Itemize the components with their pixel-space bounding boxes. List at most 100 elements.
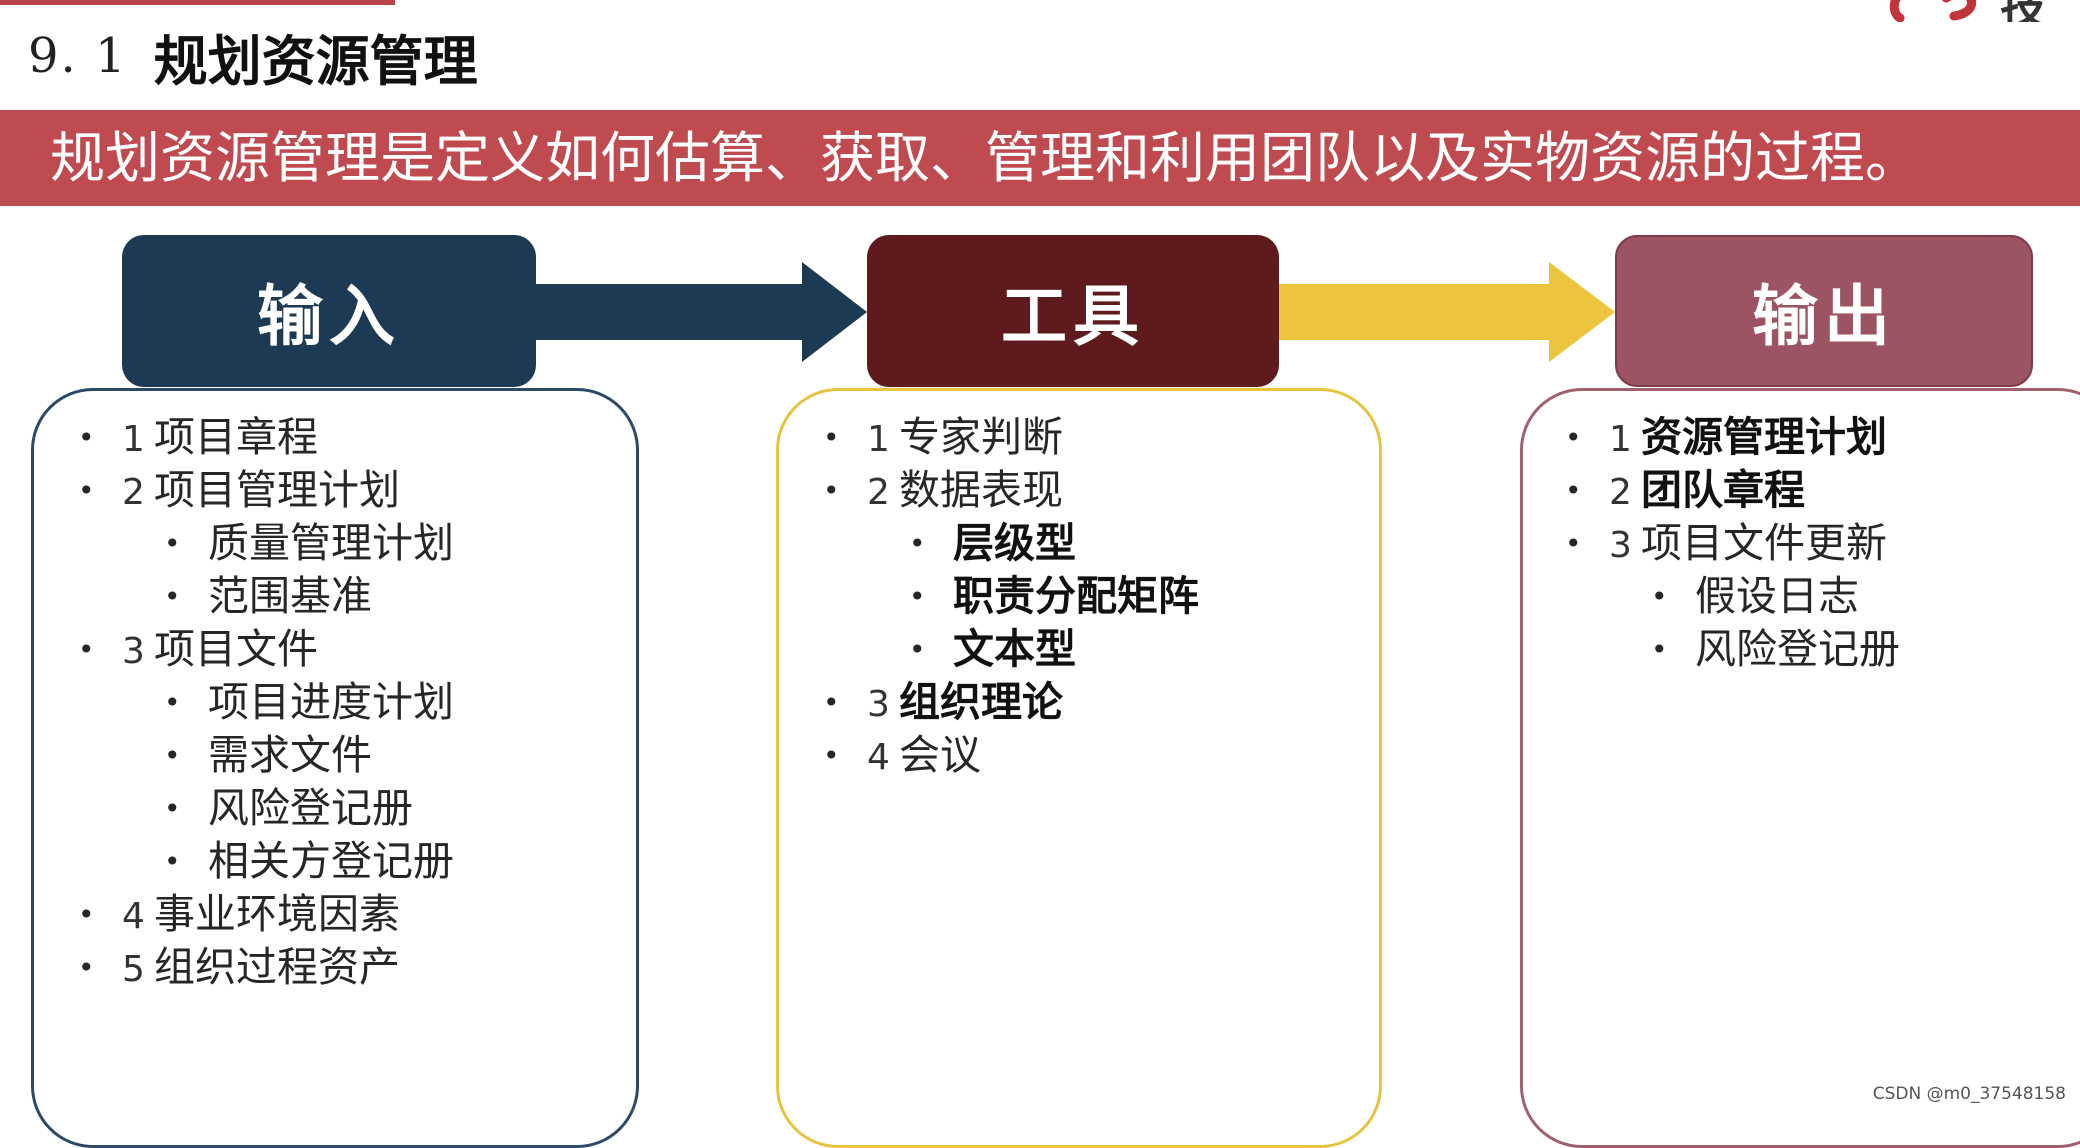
bullet-icon: • bbox=[164, 686, 181, 719]
list-subitem: • 层级型 bbox=[823, 517, 1199, 570]
item-number: 4 bbox=[122, 896, 145, 937]
bullet-icon: • bbox=[1651, 580, 1668, 613]
item-label: 资源管理计划 bbox=[1641, 413, 1887, 461]
item-label: 质量管理计划 bbox=[208, 519, 454, 567]
bullet-icon: • bbox=[164, 792, 181, 825]
bullet-icon: • bbox=[78, 421, 95, 454]
list-subitem: •职责分配矩阵 bbox=[823, 570, 1199, 623]
bullet-icon: • bbox=[164, 580, 181, 613]
definition-text: 规划资源管理是定义如何估算、获取、管理和利用团队以及实物资源的过程。 bbox=[50, 126, 1921, 190]
bullet-icon: • bbox=[164, 845, 181, 878]
item-label: 职责分配矩阵 bbox=[953, 572, 1199, 620]
item-number: 1 bbox=[867, 419, 890, 460]
item-label: 会议 bbox=[899, 731, 981, 779]
inputs-header: 输入 bbox=[122, 235, 536, 387]
list-subitem: • 需求文件 bbox=[78, 729, 454, 782]
item-number: 2 bbox=[1609, 472, 1632, 513]
bullet-icon: • bbox=[909, 527, 926, 560]
item-number: 3 bbox=[122, 631, 145, 672]
item-label: 事业环境因素 bbox=[154, 890, 400, 938]
bullet-icon: • bbox=[164, 527, 181, 560]
item-number: 2 bbox=[867, 472, 890, 513]
item-number: 3 bbox=[867, 684, 890, 725]
item-number: 5 bbox=[122, 949, 145, 990]
inputs-header-label: 输入 bbox=[257, 278, 401, 355]
bullet-icon: • bbox=[78, 898, 95, 931]
section-number: 9. 1 bbox=[28, 28, 128, 84]
bullet-icon: • bbox=[1651, 633, 1668, 666]
item-label: 数据表现 bbox=[899, 466, 1063, 514]
list-subitem: • 风险登记册 bbox=[78, 782, 454, 835]
item-number: 3 bbox=[1609, 525, 1632, 566]
bullet-icon: • bbox=[823, 686, 840, 719]
list-subitem: • 相关方登记册 bbox=[78, 835, 454, 888]
tools-to-outputs-arrow-icon bbox=[1279, 262, 1615, 362]
bullet-icon: • bbox=[1565, 527, 1582, 560]
item-label: 组织过程资产 bbox=[154, 943, 400, 991]
item-number: 4 bbox=[867, 737, 890, 778]
item-label: 专家判断 bbox=[899, 413, 1063, 461]
item-label: 需求文件 bbox=[208, 731, 372, 779]
item-label: 项目文件更新 bbox=[1641, 519, 1887, 567]
bullet-icon: • bbox=[164, 739, 181, 772]
item-number: 2 bbox=[122, 472, 145, 513]
logo-mark-icon bbox=[1889, 0, 1977, 22]
item-label: 项目文件 bbox=[154, 625, 318, 673]
outputs-header-label: 输出 bbox=[1752, 278, 1896, 355]
item-label: 风险登记册 bbox=[208, 784, 413, 832]
inputs-to-tools-arrow-icon bbox=[536, 262, 867, 362]
bullet-icon: • bbox=[909, 633, 926, 666]
list-subitem: • 风险登记册 bbox=[1565, 623, 1900, 676]
publisher-logo: 技 bbox=[1888, 0, 2080, 22]
bullet-icon: • bbox=[1565, 421, 1582, 454]
bullet-icon: • bbox=[1565, 474, 1582, 507]
item-label: 项目章程 bbox=[154, 413, 318, 461]
item-label: 范围基准 bbox=[208, 572, 372, 620]
item-number: 1 bbox=[1609, 419, 1632, 460]
bullet-icon: • bbox=[78, 474, 95, 507]
list-subitem: • 文本型 bbox=[823, 623, 1199, 676]
tools-header: 工具 bbox=[867, 235, 1279, 387]
bullet-icon: • bbox=[78, 951, 95, 984]
item-label: 组织理论 bbox=[899, 678, 1063, 726]
item-label: 假设日志 bbox=[1695, 572, 1859, 620]
bullet-icon: • bbox=[823, 421, 840, 454]
top-decor-strip bbox=[0, 0, 395, 5]
item-label: 层级型 bbox=[953, 519, 1076, 567]
item-number: 1 bbox=[122, 419, 145, 460]
item-label: 相关方登记册 bbox=[208, 837, 454, 885]
item-label: 风险登记册 bbox=[1695, 625, 1900, 673]
outputs-header: 输出 bbox=[1615, 235, 2033, 387]
list-subitem: • 质量管理计划 bbox=[78, 517, 454, 570]
bullet-icon: • bbox=[78, 633, 95, 666]
list-subitem: • 假设日志 bbox=[1565, 570, 1900, 623]
item-label: 文本型 bbox=[953, 625, 1076, 673]
tools-header-label: 工具 bbox=[1001, 278, 1145, 355]
page-title: 规划资源管理 bbox=[153, 29, 478, 93]
item-label: 团队章程 bbox=[1641, 466, 1805, 514]
list-subitem: • 范围基准 bbox=[78, 570, 454, 623]
list-subitem: •项目进度计划 bbox=[78, 676, 454, 729]
page-title-row: 9. 1 规划资源管理 bbox=[28, 18, 478, 94]
bullet-icon: • bbox=[823, 474, 840, 507]
definition-banner: 规划资源管理是定义如何估算、获取、管理和利用团队以及实物资源的过程。 bbox=[0, 110, 2080, 206]
logo-text: 技 bbox=[2000, 0, 2046, 22]
